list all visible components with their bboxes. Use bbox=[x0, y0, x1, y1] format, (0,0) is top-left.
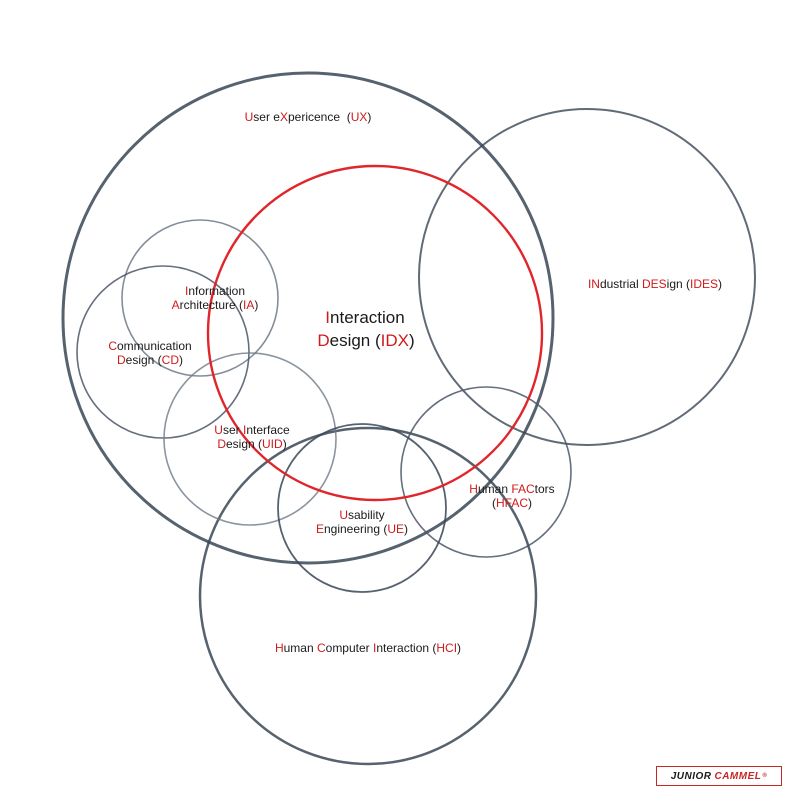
circle-idx bbox=[206, 164, 544, 502]
circle-ue bbox=[277, 423, 447, 593]
label-cd-line1: Communication bbox=[108, 339, 191, 353]
circle-hfac bbox=[400, 386, 572, 558]
label-idx-line2: Design (IDX) bbox=[317, 331, 414, 350]
label-ia-line1: Information bbox=[185, 284, 245, 298]
circle-ia bbox=[121, 219, 279, 377]
label-uid-line1: User Interface bbox=[214, 423, 290, 437]
label-hfac-line2: (HFAC) bbox=[492, 496, 532, 510]
label-ue-line2: Engineering (UE) bbox=[316, 522, 408, 536]
label-ux: User eXpericence (UX) bbox=[245, 110, 372, 124]
brand-logo: JUNIOR CAMMEL ® bbox=[656, 766, 782, 786]
circle-cd bbox=[76, 265, 250, 439]
label-uid-line2: Design (UID) bbox=[217, 437, 286, 451]
circle-ux bbox=[61, 71, 555, 565]
circle-uid bbox=[163, 352, 337, 526]
circle-ides bbox=[418, 108, 756, 446]
label-ides: INdustrial DESign (IDES) bbox=[588, 277, 722, 291]
label-hci: Human Computer Interaction (HCI) bbox=[275, 641, 461, 655]
logo-registered-mark: ® bbox=[762, 773, 768, 779]
label-ue-line1: Usability bbox=[339, 508, 384, 522]
logo-word-cammel: CAMMEL bbox=[714, 770, 762, 782]
logo-word-junior: JUNIOR bbox=[670, 770, 712, 782]
label-hfac-line1: Human FACtors bbox=[469, 482, 554, 496]
label-idx-line1: Interaction bbox=[325, 308, 404, 327]
label-cd-line2: Design (CD) bbox=[117, 353, 183, 367]
circle-hci bbox=[198, 426, 538, 766]
label-ia-line2: Architecture (IA) bbox=[172, 298, 259, 312]
